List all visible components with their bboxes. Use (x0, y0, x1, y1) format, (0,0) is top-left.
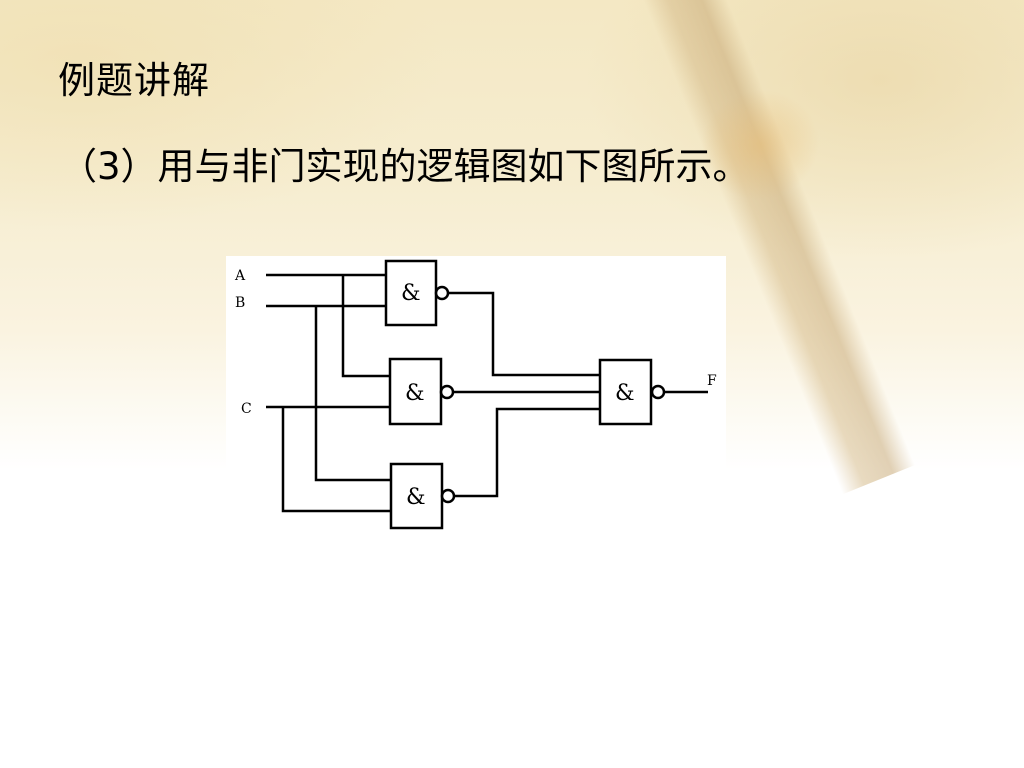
wire-g1-to-g4 (448, 291, 600, 377)
gate-2-symbol: & (405, 381, 425, 406)
nand-gate-1: & (384, 259, 450, 327)
nand-gate-3: & (389, 462, 456, 530)
input-label-b: B (235, 295, 245, 311)
nand-gate-2: & (388, 357, 455, 426)
slide-subtitle: （3）用与非门实现的逻辑图如下图所示。 (60, 145, 750, 188)
gate-4-symbol: & (615, 381, 635, 406)
slide-title: 例题讲解 (58, 59, 210, 102)
logic-diagram: A B C F (226, 256, 726, 546)
wire-b-to-gate3 (314, 306, 391, 482)
output-label-f: F (707, 373, 717, 389)
wires (266, 273, 708, 513)
gate-1-symbol: & (401, 281, 421, 306)
gate-3-symbol: & (406, 485, 426, 510)
nand-gate-4: & (598, 358, 666, 426)
wire-c-to-gate3 (281, 407, 391, 513)
input-label-a: A (234, 268, 246, 284)
wire-a-to-gate2 (341, 275, 390, 378)
wire-g3-to-g4 (454, 407, 600, 498)
input-label-c: C (241, 401, 252, 417)
logic-diagram-svg: A B C F (226, 256, 726, 546)
